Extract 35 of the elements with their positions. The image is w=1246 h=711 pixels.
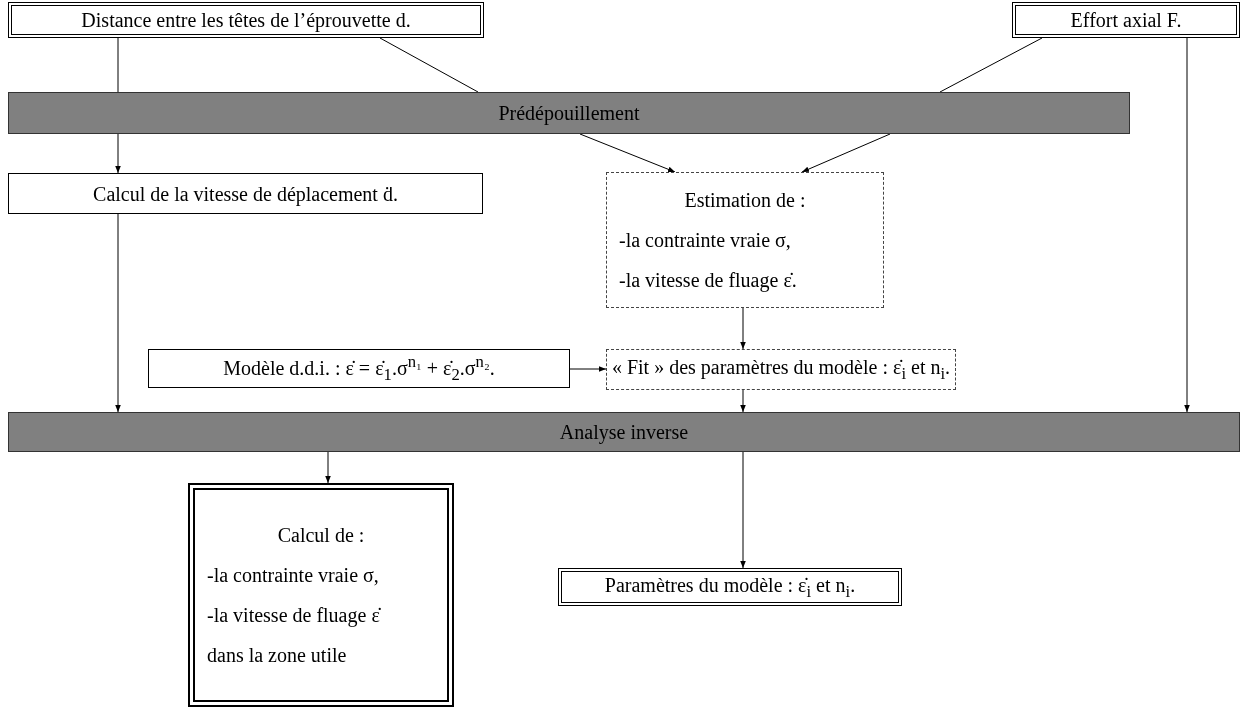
- node-text: dans la zone utile: [207, 643, 347, 668]
- node-text: Effort axial F.: [1070, 8, 1182, 32]
- connector-arrow: [569, 366, 607, 372]
- node-text: Calcul de :: [277, 523, 365, 548]
- result-box: [188, 483, 454, 707]
- node-text: Estimation de :: [684, 188, 806, 213]
- node-text: -la contrainte vraie σ,: [619, 228, 791, 253]
- node-text: -la vitesse de fluage ε̇: [207, 603, 380, 629]
- process-box: [148, 349, 570, 388]
- node-text: Calcul de la vitesse de déplacement ḋ.: [93, 181, 398, 206]
- estimation-box: [606, 172, 884, 308]
- node-text: -la vitesse de fluage ε̇.: [619, 268, 797, 294]
- estimation-box: [606, 349, 956, 390]
- connector-arrow: [801, 133, 891, 173]
- connector-arrow: [115, 133, 121, 174]
- node-text: Analyse inverse: [559, 420, 689, 444]
- node-text: Paramètres du modèle : ε̇$_{i}$ et n$_{i}$.: [604, 572, 856, 602]
- process-band: [8, 412, 1240, 452]
- node-text: Prédépouillement: [498, 101, 640, 125]
- node-text: Modèle d.d.i. : ε̇ = ε̇$_{1}$.σ$^{n₁}$ + ε̇$_{2}$.σ$^{n₂}$.: [223, 352, 495, 385]
- connector-arrow: [1184, 37, 1190, 413]
- connector-arrow: [115, 213, 121, 413]
- node-text: Distance entre les têtes de l’éprouvette d.: [81, 8, 411, 32]
- input-box: [558, 568, 902, 606]
- input-box: [1012, 2, 1240, 38]
- process-band: [8, 92, 1130, 134]
- connector-arrow: [740, 307, 746, 350]
- connector-arrow: [325, 451, 331, 484]
- connector-arrow: [740, 451, 746, 569]
- node-text: « Fit » des paramètres du modèle : ε̇$_{i}$ et n$_{i}$.: [611, 355, 951, 384]
- connector-arrow: [579, 133, 676, 173]
- process-box: [8, 173, 483, 214]
- node-text: -la contrainte vraie σ,: [207, 563, 379, 588]
- connector-arrow: [740, 389, 746, 413]
- input-box: [8, 2, 484, 38]
